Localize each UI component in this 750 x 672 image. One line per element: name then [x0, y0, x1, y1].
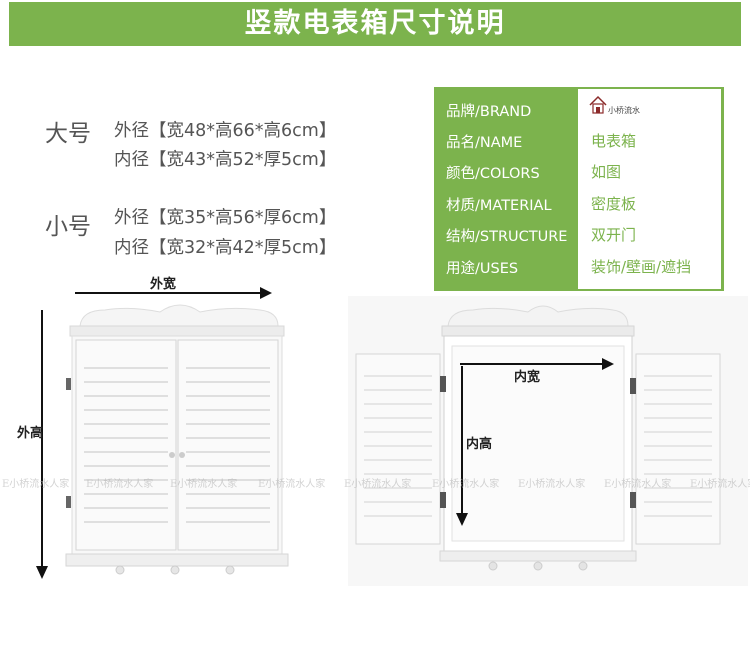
- page-title: 竖款电表箱尺寸说明: [244, 8, 506, 39]
- open-cabinet-photo: [348, 296, 748, 586]
- size-small-inner: 内径【宽32*高42*厚5cm】: [114, 238, 337, 258]
- info-label-material: 材质/MATERIAL: [446, 198, 552, 214]
- inner-height-label: 内高: [466, 437, 493, 452]
- info-label-name: 品名/NAME: [446, 135, 523, 151]
- info-value-colors: 如图: [591, 163, 622, 181]
- title-banner: 竖款电表箱尺寸说明: [9, 2, 741, 46]
- brand-logo: 小桥流水: [589, 95, 640, 115]
- watermark-5: E小桥流水人家: [344, 479, 412, 490]
- watermark-7: E小桥流水人家: [518, 479, 586, 490]
- watermark-1: E小桥流水人家: [2, 479, 70, 490]
- size-large-label: 大号: [45, 121, 91, 147]
- info-label-structure: 结构/STRUCTURE: [446, 229, 568, 245]
- info-value-name: 电表箱: [591, 132, 637, 150]
- outer-height-label: 外高: [17, 426, 44, 441]
- closed-cabinet-photo: [36, 287, 289, 579]
- inner-width-label: 内宽: [514, 370, 541, 385]
- watermark-9: E小桥流水人家: [690, 479, 750, 490]
- info-label-colors: 颜色/COLORS: [446, 166, 540, 182]
- size-large-outer: 外径【宽48*高66*高6cm】: [114, 121, 337, 141]
- info-value-material: 密度板: [591, 195, 637, 213]
- logo-text: 小桥流水: [608, 105, 640, 115]
- watermark-6: E小桥流水人家: [432, 479, 500, 490]
- size-small-outer: 外径【宽35*高56*厚6cm】: [114, 208, 337, 228]
- info-values-panel: [578, 89, 721, 289]
- product-info-table: 品牌/BRAND 品名/NAME 颜色/COLORS 材质/MATERIAL 结…: [434, 87, 724, 291]
- watermark-3: E小桥流水人家: [170, 479, 238, 490]
- outer-width-label: 外宽: [150, 277, 177, 292]
- watermark-2: E小桥流水人家: [86, 479, 154, 490]
- info-value-uses: 装饰/壁画/遮挡: [591, 258, 692, 276]
- watermark-8: E小桥流水人家: [604, 479, 672, 490]
- watermark-4: E小桥流水人家: [258, 479, 326, 490]
- info-value-structure: 双开门: [591, 226, 637, 244]
- info-label-brand: 品牌/BRAND: [446, 104, 532, 120]
- size-large-inner: 内径【宽43*高52*厚5cm】: [114, 150, 337, 170]
- size-small-label: 小号: [45, 214, 91, 240]
- info-label-uses: 用途/USES: [446, 261, 519, 277]
